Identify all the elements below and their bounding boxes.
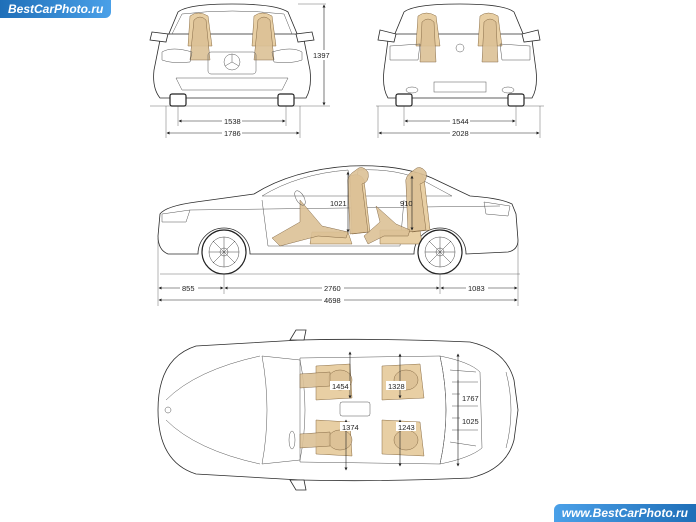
front-track-label: 1538 (224, 117, 241, 126)
rear-overhang-label: 1083 (468, 284, 485, 293)
rear-width-label: 2028 (452, 129, 469, 138)
front-headroom-label: 1021 (330, 199, 347, 208)
front-elbow-label: 1374 (342, 423, 359, 432)
rear-elbow-label: 1243 (398, 423, 415, 432)
watermark-top: BestCarPhoto.ru (0, 0, 112, 18)
rear-headroom-label: 910 (400, 199, 413, 208)
watermark-bottom: www.BestCarPhoto.ru (553, 504, 696, 522)
cabin-width-1-label: 1767 (462, 394, 479, 403)
front-width-label: 1786 (224, 129, 241, 138)
front-view: 1397 1538 1786 (149, 3, 334, 138)
overall-length-label: 4698 (324, 296, 341, 305)
cabin-width-2-label: 1025 (462, 417, 479, 426)
rear-shoulder-label: 1328 (388, 382, 405, 391)
rear-view: 1544 2028 (376, 3, 544, 138)
rear-track-label: 1544 (452, 117, 469, 126)
front-height-label: 1397 (313, 51, 330, 60)
top-view: 1454 1328 1374 1243 1767 1025 (157, 329, 519, 491)
side-view: 1021 910 855 2760 1083 4698 (157, 165, 520, 306)
front-overhang-label: 855 (182, 284, 195, 293)
wheelbase-label: 2760 (324, 284, 341, 293)
front-shoulder-label: 1454 (332, 382, 349, 391)
